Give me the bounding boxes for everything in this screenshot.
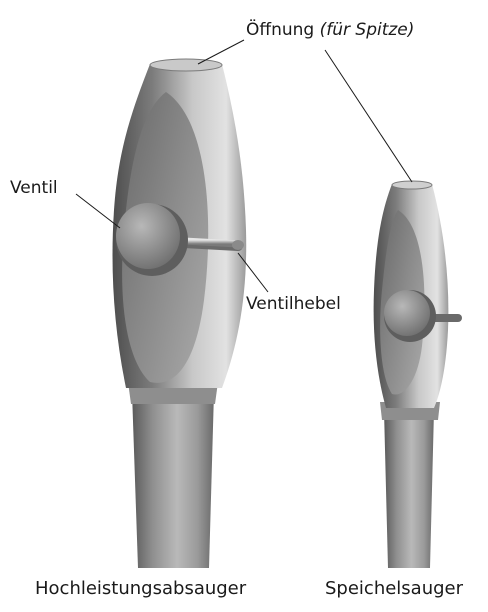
leader-opening-right [325, 50, 412, 182]
left-opening [150, 59, 222, 71]
leader-opening-left [198, 40, 244, 64]
label-valve-lever: Ventilhebel [246, 294, 341, 314]
leader-valve [76, 194, 120, 228]
caption-saliva-ejector: Speichelsauger [325, 578, 463, 600]
saliva-ejector [374, 181, 458, 568]
right-opening [392, 181, 432, 189]
caption-high-volume-evacuator: Hochleistungsabsauger [35, 578, 246, 600]
label-opening-main: Öffnung [246, 20, 314, 40]
high-volume-evacuator [113, 59, 247, 568]
label-valve: Ventil [10, 178, 58, 198]
right-lower-tube [384, 410, 434, 568]
label-opening: Öffnung (für Spitze) [246, 20, 414, 40]
right-valve-disc [384, 290, 436, 342]
left-lower-tube [132, 392, 214, 568]
label-opening-note: (für Spitze) [320, 20, 415, 40]
